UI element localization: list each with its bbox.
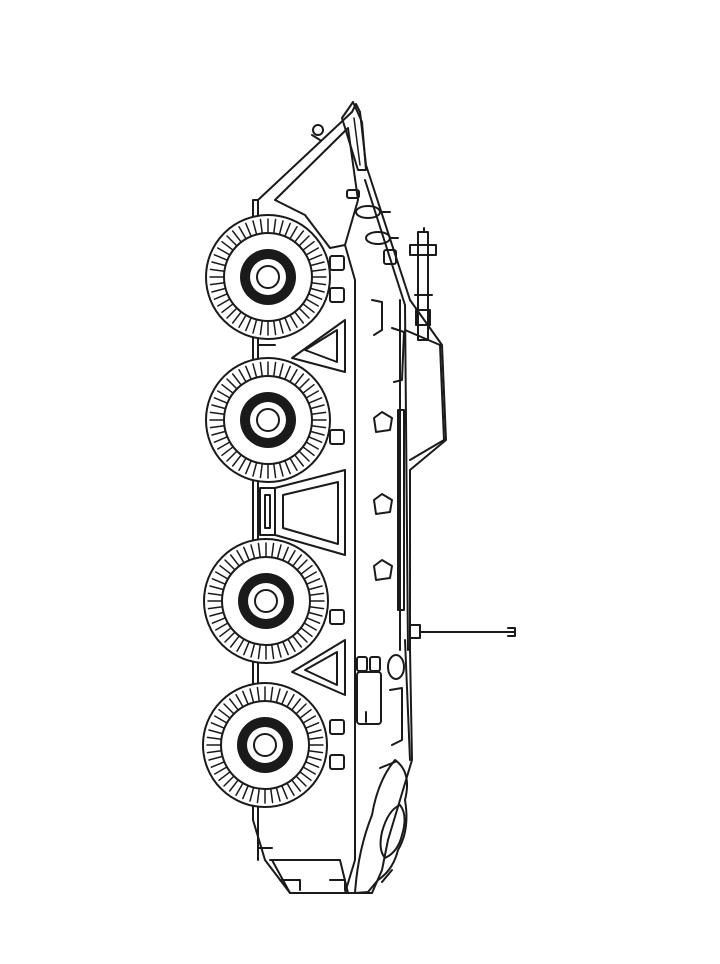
suspension-arms	[257, 319, 346, 849]
tire-tread	[209, 361, 327, 479]
rim	[223, 375, 313, 465]
hub-ring	[250, 402, 286, 438]
hub-ring	[250, 259, 286, 295]
front-bow	[311, 101, 367, 171]
wheel	[205, 214, 331, 340]
hub-ring	[247, 727, 283, 763]
rear-door	[356, 639, 411, 761]
rim	[220, 700, 310, 790]
hub-ring	[248, 583, 284, 619]
tire-tread	[206, 686, 324, 804]
hub-cap	[254, 589, 278, 613]
mounted-machine-gun	[409, 227, 437, 341]
axle-brackets	[329, 255, 345, 770]
vehicle-hull	[252, 103, 447, 894]
antenna	[409, 624, 516, 639]
wheel	[202, 682, 328, 808]
rim	[221, 556, 311, 646]
hub-cap	[253, 733, 277, 757]
front-fittings	[346, 189, 399, 265]
tire-tread	[207, 542, 325, 660]
rim	[223, 232, 313, 322]
wheel-set	[202, 214, 331, 808]
wheel	[205, 357, 331, 483]
tire-tread	[209, 218, 327, 336]
hub-cap	[256, 408, 280, 432]
wheel	[203, 538, 329, 664]
hub-cap	[256, 265, 280, 289]
rear-stowage	[354, 759, 408, 894]
side-details	[371, 299, 405, 581]
